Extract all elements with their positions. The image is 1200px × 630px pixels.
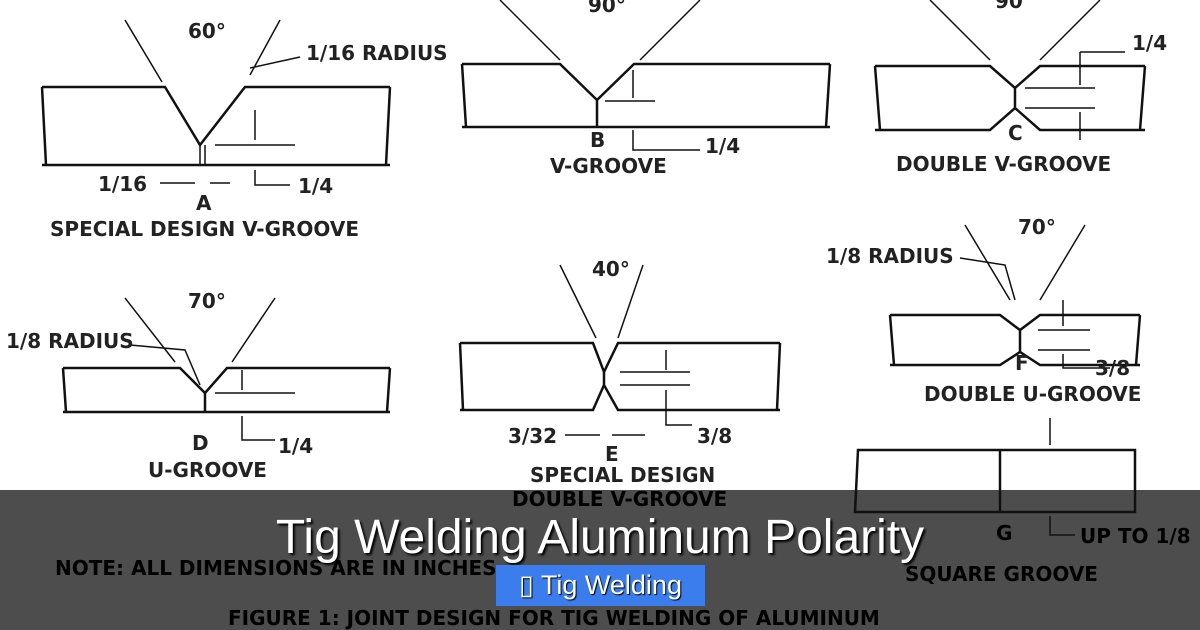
joint-name: SPECIAL DESIGN V-GROOVE: [50, 217, 359, 241]
post-title: Tig Welding Aluminum Polarity: [275, 511, 925, 564]
joint-letter: F: [1015, 351, 1029, 375]
figure-caption: FIGURE 1: JOINT DESIGN FOR TIG WELDING O…: [228, 606, 880, 630]
title-overlay: [0, 490, 1200, 630]
depth-label: 1/4: [705, 134, 740, 158]
joint-d: 70° 1/8 RADIUS 1/4 D U-GROOVE: [6, 289, 392, 482]
depth-label: UP TO 1/8: [1080, 524, 1191, 548]
joint-c: 90° 1/4 C DOUBLE V-GROOVE: [873, 0, 1167, 176]
joint-name-line2: DOUBLE V-GROOVE: [512, 487, 727, 511]
angle-label: 90°: [588, 0, 626, 17]
radius-label: 1/8 RADIUS: [826, 244, 954, 268]
radius-label: 1/8 RADIUS: [6, 329, 134, 353]
gap-label: 1/16: [98, 172, 147, 196]
radius-label: 1/16 RADIUS: [306, 41, 448, 65]
angle-label: 60°: [188, 19, 226, 43]
joint-name: V-GROOVE: [550, 154, 667, 178]
joint-letter: B: [590, 128, 605, 152]
angle-label: 70°: [1018, 215, 1056, 239]
joint-e: 40° 3/32 3/8 E SPECIAL DESIGN DOUBLE V-G…: [458, 257, 782, 511]
angle-label: 40°: [592, 257, 630, 281]
joint-b: 90° B 1/4 V-GROOVE: [460, 0, 832, 178]
category-label: Tig Welding: [540, 570, 682, 600]
joint-letter: A: [196, 191, 212, 215]
joint-f: 70° 1/8 RADIUS 3/8 F DOUBLE U-GROOVE: [826, 215, 1141, 406]
gap-label: 3/32: [508, 424, 557, 448]
depth-label: 3/8: [697, 424, 732, 448]
joint-name-line1: SPECIAL DESIGN: [530, 463, 715, 487]
joint-letter: C: [1008, 121, 1023, 145]
note-text: NOTE: ALL DIMENSIONS ARE IN INCHES: [55, 556, 497, 580]
depth-label: 1/4: [1132, 31, 1167, 55]
joint-letter: D: [192, 431, 209, 455]
joint-name: SQUARE GROOVE: [905, 562, 1098, 586]
folder-icon: ▯: [519, 570, 534, 600]
joint-a: 60° 1/16 RADIUS 1/16 1/4 A SPECIAL DESIG…: [40, 19, 448, 241]
depth-label: 1/4: [298, 174, 333, 198]
joint-letter: E: [605, 442, 619, 466]
joint-g: G UP TO 1/8 SQUARE GROOVE: [853, 418, 1191, 586]
angle-label: 70°: [188, 289, 226, 313]
joint-name: DOUBLE U-GROOVE: [924, 382, 1141, 406]
joint-name: U-GROOVE: [148, 458, 267, 482]
depth-label: 3/8: [1095, 356, 1130, 380]
category-badge[interactable]: ▯ Tig Welding: [496, 565, 705, 606]
depth-label: 1/4: [278, 434, 313, 458]
joint-name: DOUBLE V-GROOVE: [896, 152, 1111, 176]
joint-letter: G: [996, 521, 1012, 545]
angle-label: 90°: [995, 0, 1033, 13]
